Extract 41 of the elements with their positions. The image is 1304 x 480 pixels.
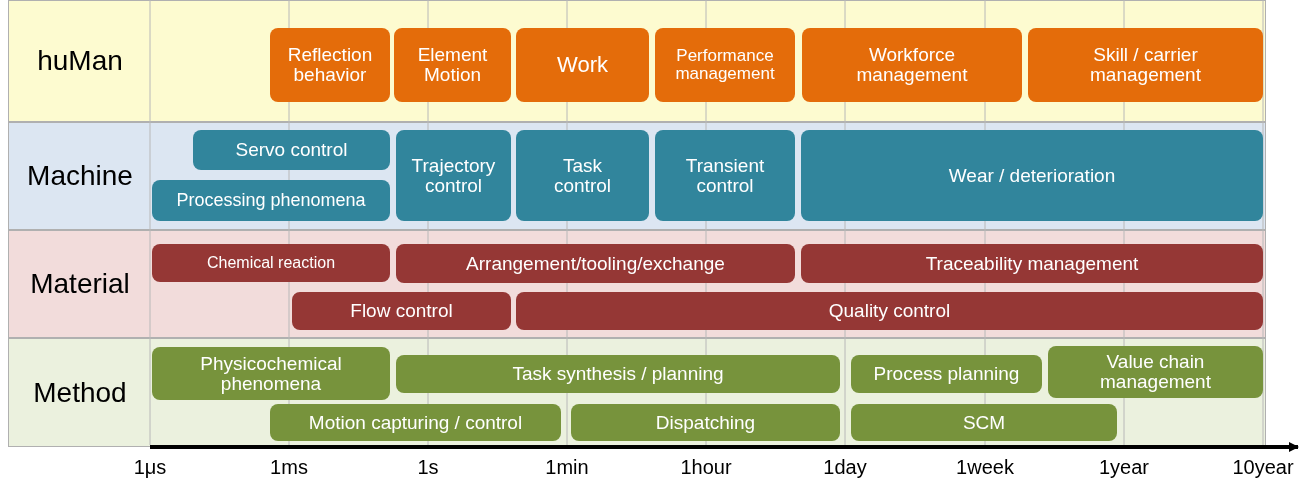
row-band [8, 0, 1266, 122]
timeline-bar: Flow control [292, 292, 511, 330]
timeline-bar: Processing phenomena [152, 180, 390, 221]
timeline-bar: Arrangement/tooling/exchange [396, 244, 795, 283]
tick-label: 10year [1231, 456, 1295, 479]
timeline-bar: Task synthesis / planning [396, 355, 840, 393]
timeline-bar: Reflection behavior [270, 28, 390, 102]
tick-label: 1week [955, 456, 1015, 479]
tick-label: 1day [822, 456, 868, 479]
row-header: Material [29, 267, 131, 301]
timeline-bar: Workforce management [802, 28, 1022, 102]
tick-label: 1min [544, 456, 590, 479]
timeline-bar: Transient control [655, 130, 795, 221]
timeline-bar: Chemical reaction [152, 244, 390, 282]
timeline-bar: Work [516, 28, 649, 102]
timeline-bar: Element Motion [394, 28, 511, 102]
timeline-bar: Task control [516, 130, 649, 221]
row-band [8, 230, 1266, 338]
row-header: Machine [26, 159, 134, 193]
timeline-bar: Process planning [851, 355, 1042, 393]
tick-label: 1s [416, 456, 440, 479]
row-band [8, 122, 1266, 230]
row-header: Method [32, 375, 128, 410]
timeline-bar: Traceability management [801, 244, 1263, 283]
timeline-bar: Skill / carrier management [1028, 28, 1263, 102]
timeline-bar: Wear / deterioration [801, 130, 1263, 221]
timeline-bar: Servo control [193, 130, 390, 170]
timeline-bar: Physicochemical phenomena [152, 347, 390, 400]
timeline-bar: Value chain management [1048, 346, 1263, 398]
row-header: huMan [36, 44, 124, 78]
timeline-bar: SCM [851, 404, 1117, 441]
timeline-bar: Quality control [516, 292, 1263, 330]
timeline-bar: Performance management [655, 28, 795, 102]
timeline-bar: Trajectory control [396, 130, 511, 221]
timeline-bar: Dispatching [571, 404, 840, 441]
tick-label: 1year [1098, 456, 1150, 479]
tick-label: 1μs [132, 456, 168, 479]
row-band [8, 338, 1266, 447]
tick-label: 1ms [269, 456, 309, 479]
tick-label: 1hour [679, 456, 733, 479]
timeline-bar: Motion capturing / control [270, 404, 561, 441]
